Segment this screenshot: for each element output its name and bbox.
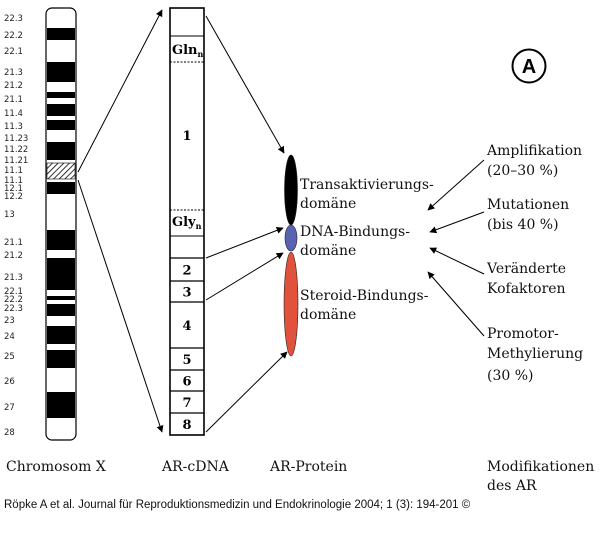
- arrow-promotor: [427, 271, 485, 337]
- ar-protein: Transaktivierungs- domäne DNA-Bindungs- …: [283, 154, 434, 357]
- band-label: 12.2: [4, 192, 23, 202]
- arrow-cdna-dna-binding-top: [205, 227, 284, 259]
- band-label: 11.23: [4, 134, 28, 144]
- chromosome-band: [47, 62, 75, 82]
- exon-4-label: 4: [182, 319, 191, 334]
- exon-7-label: 7: [182, 396, 191, 411]
- band-label: 11.22: [4, 145, 28, 155]
- amplification-value: (20–30 %): [487, 163, 558, 179]
- band-label: 22.2: [4, 295, 23, 305]
- chromosome-band: [47, 326, 75, 344]
- chromosome-band: [47, 182, 75, 194]
- chromosome-band: [47, 258, 75, 290]
- band-label: 21.2: [4, 81, 23, 91]
- chromosome-band: [47, 92, 75, 98]
- mutations-label: Mutationen: [487, 197, 569, 213]
- chromosome-title: Chromosom X: [6, 459, 106, 475]
- band-label: 11.1: [4, 166, 23, 176]
- ar-cdna: Glnn 1 Glyn 2 3 4 5 6 7 8: [169, 7, 205, 436]
- band-label: 25: [4, 352, 15, 362]
- amplification-label: Amplifikation: [486, 143, 582, 159]
- band-label: 21.2: [4, 251, 23, 261]
- chromosome-band-labels: 22.322.222.121.321.221.111.411.311.2311.…: [4, 14, 28, 438]
- expand-line-bottom: [77, 179, 164, 433]
- promotor-label-line1: Promotor-: [487, 326, 559, 342]
- band-label: 22.3: [4, 14, 23, 24]
- transactivation-label-line2: domäne: [300, 196, 356, 212]
- panel-label-circle: [511, 48, 547, 84]
- panel-label: A: [511, 48, 547, 84]
- band-label: 21.1: [4, 95, 23, 105]
- expand-line-top: [77, 9, 163, 173]
- transactivation-label-line1: Transaktivierungs-: [300, 177, 434, 193]
- steroid-binding-domain-shape: [283, 251, 299, 357]
- mutations-value: (bis 40 %): [487, 217, 559, 233]
- chromosome-band: [47, 142, 75, 160]
- citation: Röpke A et al. Journal für Reproduktions…: [4, 499, 471, 511]
- transactivation-domain-shape: [284, 154, 298, 226]
- protein-title: AR-Protein: [269, 459, 347, 475]
- band-label: 22.3: [4, 304, 23, 314]
- exon-6-label: 6: [182, 375, 191, 390]
- dna-binding-label-line2: domäne: [300, 243, 356, 259]
- arrow-mutations: [429, 211, 485, 234]
- exon-5-label: 5: [182, 353, 191, 368]
- arrow-cofactors: [429, 247, 485, 275]
- steroid-binding-label-line2: domäne: [300, 307, 356, 323]
- band-label: 11.21: [4, 156, 28, 166]
- band-label: 22.1: [4, 47, 23, 57]
- gly-label: Glyn: [172, 215, 202, 231]
- chromosome-band: [47, 104, 75, 116]
- exon-boxes: 2 3 4 5 6 7 8: [170, 257, 204, 433]
- exon-2-label: 2: [182, 264, 191, 279]
- promotor-label-line3: (30 %): [487, 368, 534, 384]
- band-label: 26: [4, 377, 15, 387]
- band-label: 23: [4, 316, 15, 326]
- chromosome-band: [47, 392, 75, 418]
- panel-label-text: A: [522, 56, 536, 78]
- band-label: 11.3: [4, 122, 23, 132]
- centromere: [46, 162, 76, 180]
- arrow-amplification: [427, 159, 485, 211]
- band-label: 22.2: [4, 31, 23, 41]
- cdna-title: AR-cDNA: [161, 459, 230, 475]
- chromosome-band: [47, 28, 75, 40]
- cofactors-label-line1: Veränderte: [486, 261, 566, 277]
- dna-binding-label-line1: DNA-Bindungs-: [300, 224, 410, 240]
- band-label: 13: [4, 210, 15, 220]
- band-label: 12.1: [4, 184, 23, 194]
- cofactors-label-line2: Kofaktoren: [487, 281, 566, 297]
- exon-8-label: 8: [182, 418, 191, 433]
- chromosome-band: [47, 230, 75, 250]
- exon-1-label: 1: [182, 129, 191, 144]
- chromosome-band: [47, 296, 75, 300]
- arrow-cdna-dna-binding-bottom: [205, 252, 284, 301]
- arrow-cdna-transactivation: [205, 15, 285, 154]
- chromosome-band: [47, 120, 75, 130]
- band-label: 24: [4, 332, 15, 342]
- dna-binding-domain-shape: [284, 224, 298, 252]
- exon-3-label: 3: [182, 286, 191, 301]
- band-label: 28: [4, 428, 15, 438]
- band-label: 21.3: [4, 273, 23, 283]
- modifications: Amplifikation (20–30 %) Mutationen (bis …: [427, 143, 583, 384]
- band-label: 11.1: [4, 176, 23, 186]
- modifications-title-line1: Modifikationen: [487, 459, 594, 475]
- promotor-label-line2: Methylierung: [487, 346, 583, 362]
- chromosome-x: 22.322.222.121.321.221.111.411.311.2311.…: [4, 7, 77, 441]
- steroid-binding-label-line1: Steroid-Bindungs-: [300, 288, 429, 304]
- modifications-title-line2: des AR: [487, 478, 537, 494]
- band-label: 22.1: [4, 287, 23, 297]
- band-label: 21.1: [4, 238, 23, 248]
- band-label: 27: [4, 403, 15, 413]
- band-label: 21.3: [4, 68, 23, 78]
- band-label: 11.4: [4, 109, 23, 119]
- arrow-cdna-steroid-binding: [205, 351, 288, 433]
- chromosome-band: [47, 350, 75, 368]
- chromosome-bands: [46, 28, 76, 418]
- gln-label: Glnn: [172, 43, 204, 59]
- cdna-outline: [169, 7, 205, 436]
- chromosome-band: [47, 304, 75, 316]
